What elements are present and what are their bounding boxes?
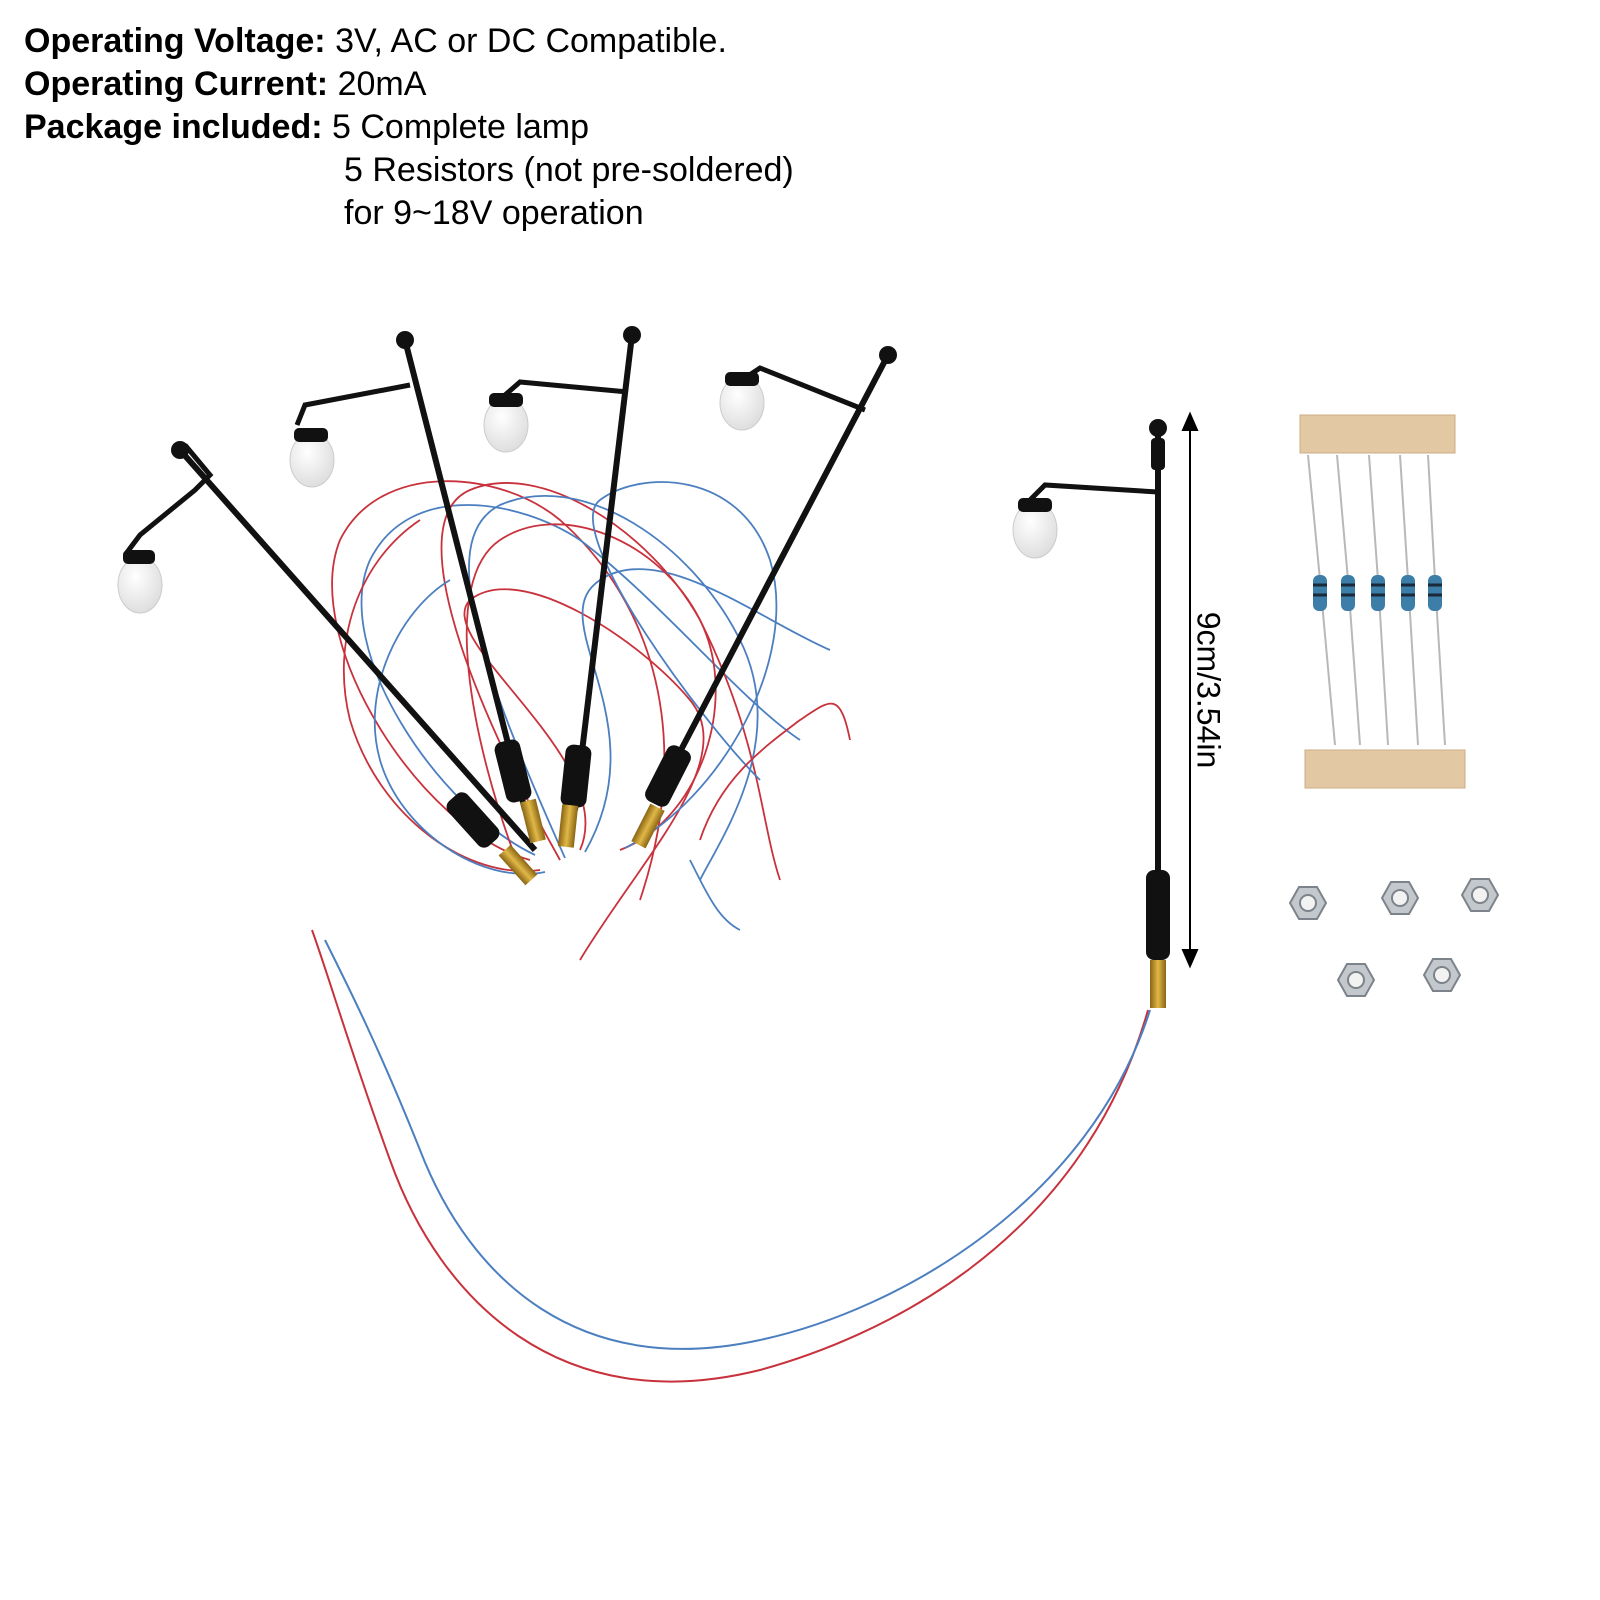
spec-package-line3: for 9~18V operation xyxy=(344,194,644,232)
hex-nut-2 xyxy=(1380,881,1420,915)
spec-voltage: Operating Voltage: 3V, AC or DC Compatib… xyxy=(24,20,794,63)
spec-package: Package included: 5 Complete lamp xyxy=(24,106,794,149)
spec-package-label: Package included: xyxy=(24,108,323,146)
street-lamp-measured xyxy=(1012,419,1170,1008)
hex-nuts xyxy=(1288,878,1500,997)
spec-current: Operating Current: 20mA xyxy=(24,63,794,106)
single-lamp-wire xyxy=(311,929,1151,1383)
dimension-arrow xyxy=(1181,411,1199,969)
hex-nut-3 xyxy=(1460,878,1500,912)
tangled-wires xyxy=(331,480,851,961)
street-lamp-1 xyxy=(117,441,538,886)
street-lamp-4 xyxy=(631,346,897,849)
spec-voltage-label: Operating Voltage: xyxy=(24,22,326,60)
street-lamp-2 xyxy=(289,331,546,844)
spec-current-value: 20mA xyxy=(337,65,427,103)
street-lamp-3 xyxy=(483,326,641,848)
hex-nut-1 xyxy=(1288,886,1328,920)
hex-nut-5 xyxy=(1422,958,1462,992)
spec-text: Operating Voltage: 3V, AC or DC Compatib… xyxy=(24,20,794,235)
hex-nut-4 xyxy=(1336,963,1376,997)
spec-current-label: Operating Current: xyxy=(24,65,329,103)
spec-package-line1: 5 Complete lamp xyxy=(332,108,590,146)
dimension-label: 9cm/3.54in xyxy=(1190,611,1227,769)
spec-package-line2: 5 Resistors (not pre-soldered) xyxy=(344,151,794,189)
resistor-strip xyxy=(1299,414,1466,789)
spec-voltage-value: 3V, AC or DC Compatible. xyxy=(335,22,727,60)
